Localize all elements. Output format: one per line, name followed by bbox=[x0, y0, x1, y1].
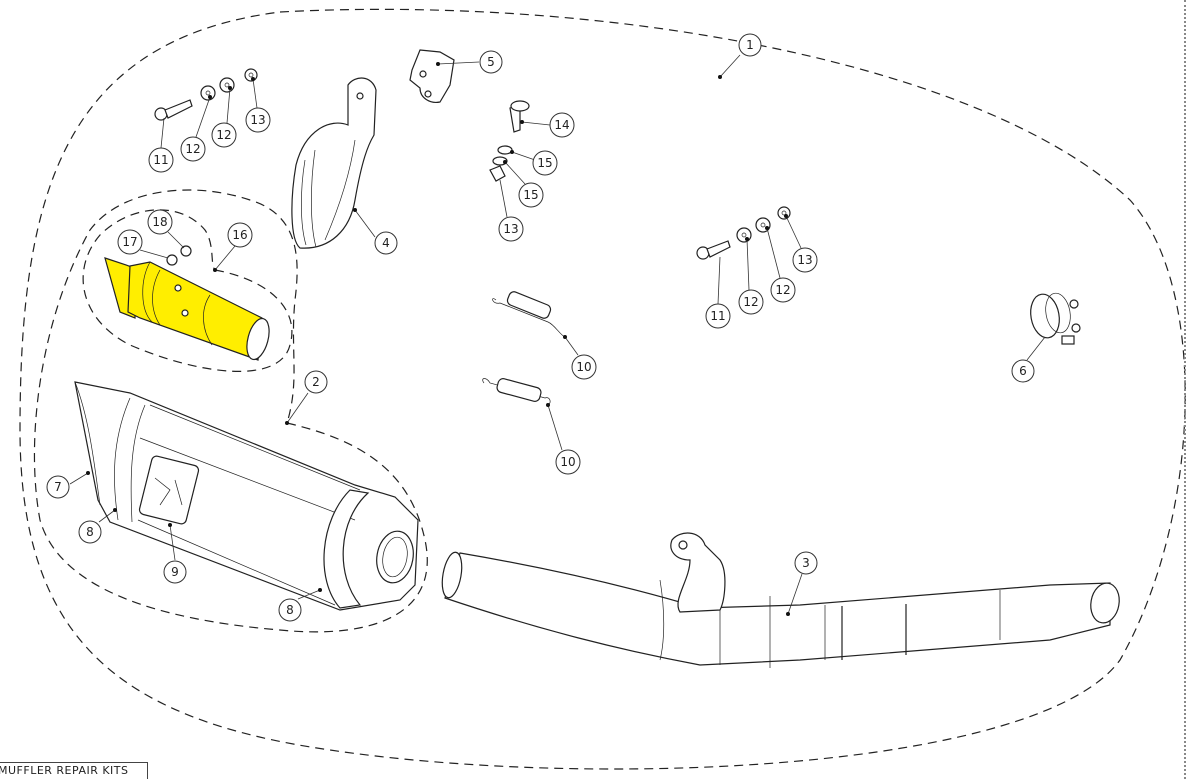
svg-text:8: 8 bbox=[286, 603, 294, 617]
svg-text:12: 12 bbox=[775, 283, 790, 297]
callout-8a[interactable]: 8 bbox=[78, 520, 102, 544]
spring-upper bbox=[492, 291, 566, 338]
diagram-title-label: MUFFLER REPAIR KITS bbox=[0, 762, 148, 779]
callout-6[interactable]: 6 bbox=[1011, 359, 1035, 383]
assembly-boundary-1 bbox=[19, 8, 1186, 770]
svg-text:1: 1 bbox=[746, 38, 754, 52]
callout-12b[interactable]: 12 bbox=[211, 122, 237, 148]
svg-text:3: 3 bbox=[802, 556, 810, 570]
callout-10b[interactable]: 10 bbox=[555, 449, 581, 475]
svg-text:13: 13 bbox=[797, 253, 812, 267]
muffler-body bbox=[74, 381, 419, 611]
assembly-boundary-2 bbox=[33, 189, 428, 633]
spring-lower bbox=[482, 378, 551, 406]
callout-9[interactable]: 9 bbox=[163, 560, 187, 584]
nut-17 bbox=[166, 254, 178, 266]
svg-text:13: 13 bbox=[503, 222, 518, 236]
callout-5[interactable]: 5 bbox=[479, 50, 503, 74]
svg-text:15: 15 bbox=[523, 188, 538, 202]
svg-text:15: 15 bbox=[537, 156, 552, 170]
callout-15b[interactable]: 15 bbox=[518, 182, 544, 208]
svg-text:12: 12 bbox=[216, 128, 231, 142]
svg-text:12: 12 bbox=[185, 142, 200, 156]
callout-13c[interactable]: 13 bbox=[792, 247, 818, 273]
svg-text:12: 12 bbox=[743, 295, 758, 309]
callout-12d[interactable]: 12 bbox=[770, 277, 796, 303]
callout-15a[interactable]: 15 bbox=[532, 150, 558, 176]
callout-18[interactable]: 18 bbox=[147, 209, 173, 235]
hardware-group-right bbox=[696, 206, 791, 260]
assembly-boundary-16 bbox=[82, 209, 293, 372]
callout-1[interactable]: 1 bbox=[738, 33, 762, 57]
hardware-group-left bbox=[154, 68, 258, 121]
callout-12a[interactable]: 12 bbox=[180, 136, 206, 162]
callout-17[interactable]: 17 bbox=[117, 229, 143, 255]
callout-4[interactable]: 4 bbox=[374, 231, 398, 255]
svg-text:8: 8 bbox=[86, 525, 94, 539]
callout-2[interactable]: 2 bbox=[304, 370, 328, 394]
svg-text:6: 6 bbox=[1019, 364, 1027, 378]
svg-text:9: 9 bbox=[171, 565, 179, 579]
leader-lines bbox=[69, 54, 1046, 616]
svg-text:14: 14 bbox=[554, 118, 569, 132]
callout-11b[interactable]: 11 bbox=[705, 303, 731, 329]
svg-text:16: 16 bbox=[232, 228, 247, 242]
svg-text:10: 10 bbox=[576, 360, 591, 374]
callout-10a[interactable]: 10 bbox=[571, 354, 597, 380]
svg-text:13: 13 bbox=[250, 113, 265, 127]
svg-text:7: 7 bbox=[54, 480, 62, 494]
svg-text:10: 10 bbox=[560, 455, 575, 469]
callout-12c[interactable]: 12 bbox=[738, 289, 764, 315]
repair-kit-pipe bbox=[104, 257, 270, 361]
muffler-strap bbox=[291, 77, 377, 249]
svg-text:4: 4 bbox=[382, 236, 390, 250]
callout-8b[interactable]: 8 bbox=[278, 598, 302, 622]
callout-16[interactable]: 16 bbox=[227, 222, 253, 248]
svg-text:11: 11 bbox=[710, 309, 725, 323]
callout-13a[interactable]: 13 bbox=[245, 107, 271, 133]
callout-7[interactable]: 7 bbox=[46, 475, 70, 499]
callout-14[interactable]: 14 bbox=[549, 112, 575, 138]
svg-text:2: 2 bbox=[312, 375, 320, 389]
callout-13b[interactable]: 13 bbox=[498, 216, 524, 242]
link-pipe bbox=[441, 532, 1120, 668]
svg-text:5: 5 bbox=[487, 55, 495, 69]
callout-3[interactable]: 3 bbox=[794, 551, 818, 575]
clamp bbox=[1030, 292, 1081, 345]
page-border-right bbox=[1184, 0, 1186, 779]
mounting-bracket bbox=[409, 49, 455, 103]
svg-text:11: 11 bbox=[153, 153, 168, 167]
hardware-group-middle bbox=[489, 100, 530, 182]
washer-18 bbox=[180, 245, 192, 257]
callout-11a[interactable]: 11 bbox=[148, 147, 174, 173]
svg-text:17: 17 bbox=[122, 235, 137, 249]
svg-text:18: 18 bbox=[152, 215, 167, 229]
